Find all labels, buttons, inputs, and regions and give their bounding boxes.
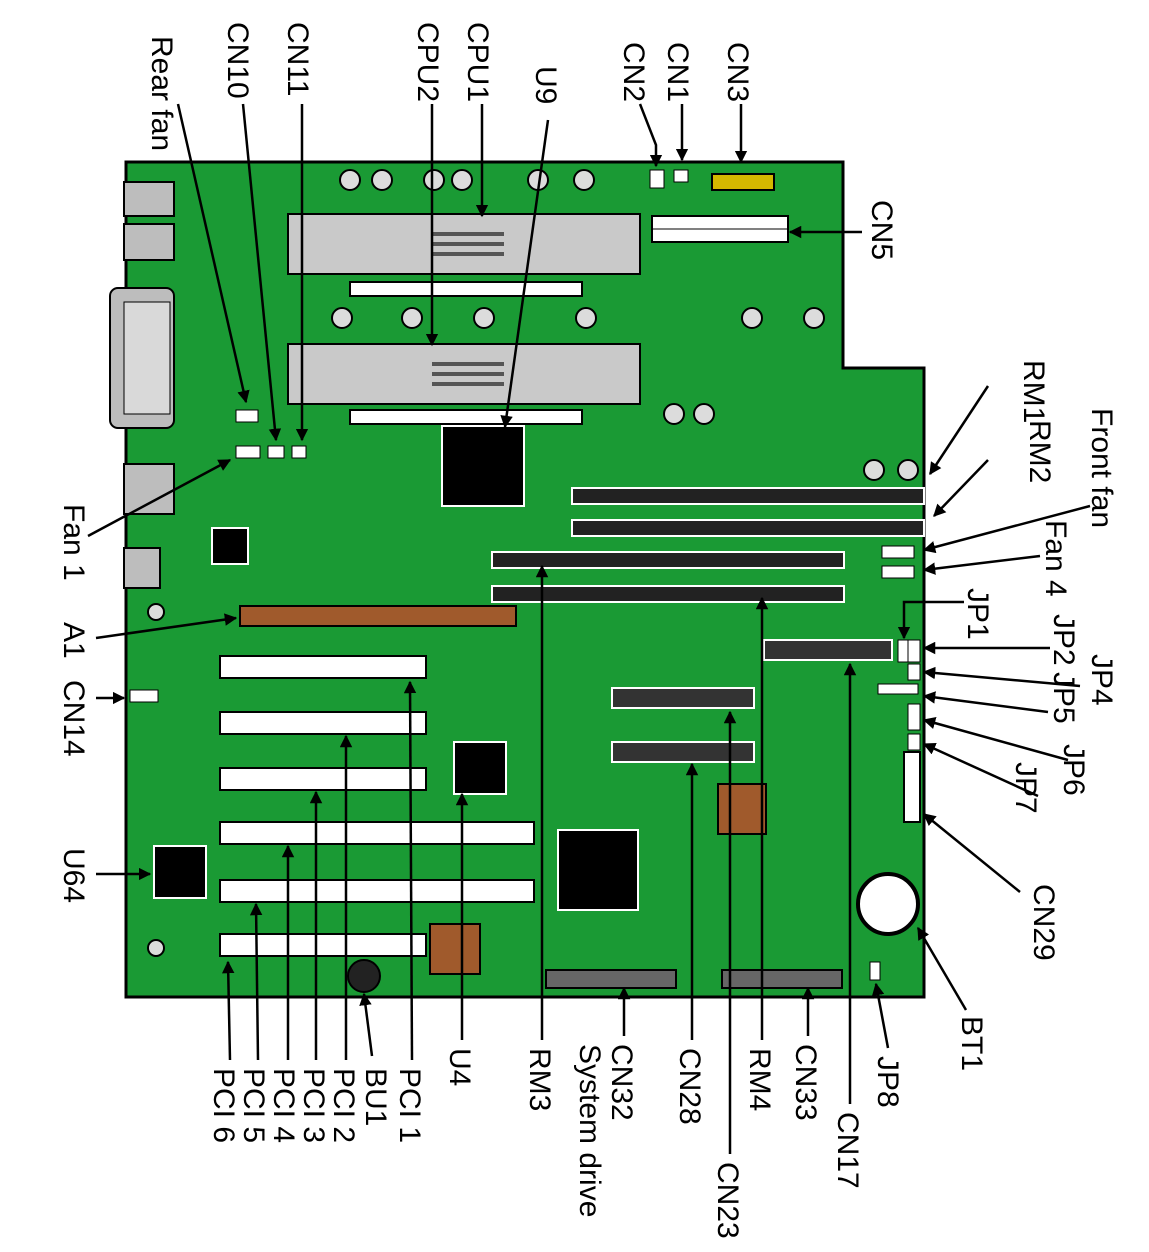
label-cn2: CN2 — [617, 42, 650, 102]
cn1-connector — [673, 169, 689, 183]
label-jp4: JP4 — [1085, 654, 1118, 706]
label-rm2: RM2 — [1023, 420, 1056, 483]
leader-lines — [87, 103, 1091, 1154]
label-u64: U64 — [57, 848, 90, 903]
label-cn29: CN29 — [1027, 884, 1060, 961]
label-jp8: JP8 — [871, 1056, 904, 1108]
label-cn3: CN3 — [721, 42, 754, 102]
label-pci2: PCI 2 — [327, 1068, 360, 1143]
label-jp2: JP2 — [1047, 614, 1080, 666]
cn5-power-connector — [651, 215, 789, 243]
fan-headers — [129, 409, 921, 981]
label-pci5: PCI 5 — [237, 1068, 270, 1143]
label-rear-fan: Rear fan — [145, 36, 178, 151]
label-fan4: Fan 4 — [1039, 520, 1072, 597]
label-pci1: PCI 1 — [393, 1068, 426, 1143]
cn29-connector — [903, 751, 921, 823]
label-jp1: JP1 — [961, 588, 994, 640]
label-rm3: RM3 — [523, 1048, 556, 1111]
label-jp5: JP5 — [1047, 672, 1080, 724]
cn32-connector — [545, 969, 677, 989]
pci-slots — [219, 655, 535, 957]
label-cn10: CN10 — [221, 22, 254, 99]
a1-agp-slot — [239, 605, 517, 627]
rear-io-connectors — [109, 181, 175, 589]
label-pci4: PCI 4 — [267, 1068, 300, 1143]
label-rm1: RM1 — [1017, 360, 1050, 423]
label-fan1: Fan 1 — [57, 504, 90, 581]
cn3-connector — [711, 173, 775, 191]
label-cpu1: CPU1 — [461, 22, 494, 102]
label-cn23: CN23 — [711, 1162, 744, 1239]
label-rm4: RM4 — [743, 1048, 776, 1111]
label-cn33: CN33 — [789, 1044, 822, 1121]
label-cn5: CN5 — [865, 200, 898, 260]
cn2-connector — [649, 169, 665, 189]
label-front-fan: Front fan — [1085, 408, 1118, 528]
cpu2-slot — [287, 343, 641, 425]
label-u9: U9 — [529, 66, 562, 104]
bt1-battery — [856, 872, 920, 936]
label-cn28: CN28 — [673, 1048, 706, 1125]
label-bt1: BT1 — [955, 1016, 988, 1071]
cn23-connector — [611, 687, 755, 709]
label-jp7: JP7 — [1009, 762, 1042, 814]
orange-chip — [429, 923, 481, 975]
label-cn14: CN14 — [57, 680, 90, 757]
label-pci6: PCI 6 — [207, 1068, 240, 1143]
label-cn11: CN11 — [281, 22, 314, 96]
u9-chip — [441, 425, 525, 507]
label-bu1: BU1 — [359, 1068, 392, 1126]
label-jp6: JP6 — [1057, 744, 1090, 796]
u4-chip — [453, 741, 507, 795]
cn17-connector — [763, 639, 893, 661]
label-cn32: CN32 — [605, 1044, 638, 1121]
label-cpu2: CPU2 — [411, 22, 444, 102]
small-chip — [211, 527, 249, 565]
label-cn1: CN1 — [661, 42, 694, 102]
mounting-holes — [147, 169, 919, 957]
label-u4: U4 — [443, 1048, 476, 1086]
orange-chip-2 — [717, 783, 767, 835]
label-cn17: CN17 — [831, 1112, 864, 1189]
u64-chip — [153, 845, 207, 899]
label-a1: A1 — [57, 622, 90, 659]
bu1-buzzer — [347, 959, 381, 993]
northbridge-chip — [557, 829, 639, 911]
cn28-connector — [611, 741, 755, 763]
cn33-connector — [721, 969, 843, 989]
label-pci3: PCI 3 — [297, 1068, 330, 1143]
label-system-drive: System drive — [573, 1044, 606, 1217]
